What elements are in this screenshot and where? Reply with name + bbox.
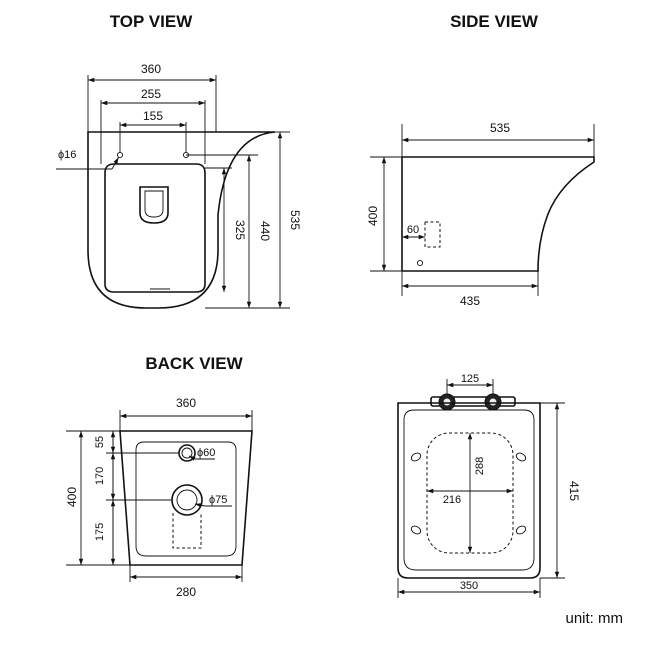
top-view-dim-440-label: 440 (258, 221, 272, 241)
back-view-inner-outline (135, 441, 237, 557)
seat-dim-350-label: 350 (460, 580, 478, 592)
seat-bumper (410, 525, 422, 535)
seat-hinge-left-cap (443, 398, 451, 406)
seat-bumper (515, 525, 527, 535)
top-view-dim-325-label: 325 (233, 220, 247, 240)
side-view: SIDE VIEW 535 400 60 435 (366, 12, 595, 308)
back-view-outlet-leader (194, 503, 206, 508)
top-view-dim-155-label: 155 (143, 109, 163, 123)
back-view-dim-400-label: 400 (65, 487, 79, 507)
top-view-hole-leader (111, 157, 119, 170)
seat-bumper (410, 452, 422, 462)
back-view-hidden-pipe (172, 513, 202, 549)
seat-dim-415-label: 415 (567, 481, 581, 501)
side-view-dim-60-label: 60 (407, 224, 419, 236)
seat-dim-125-label: 125 (461, 373, 479, 385)
side-view-fixing-hole (416, 259, 424, 267)
unit-label: unit: mm (565, 610, 623, 627)
back-view-dim-280-label: 280 (176, 585, 196, 599)
seat-dim-216-label: 216 (443, 494, 461, 506)
top-view: TOP VIEW 360 255 155 ϕ16 (56, 12, 302, 309)
back-view-inlet-outer (178, 444, 196, 462)
seat-hinge-right-cap (489, 398, 497, 406)
top-view-title: TOP VIEW (110, 12, 193, 31)
seat-view: 125 288 216 415 350 (397, 373, 581, 598)
side-view-dim-435-label: 435 (460, 294, 480, 308)
seat-bumper (515, 452, 527, 462)
top-view-bowl-outline (87, 131, 276, 309)
seat-dim-288-label: 288 (474, 457, 486, 475)
top-view-dim-255-label: 255 (141, 87, 161, 101)
side-view-title: SIDE VIEW (450, 12, 539, 31)
seat-hinge-bar (430, 396, 516, 407)
top-view-dim-535-label: 535 (288, 210, 302, 230)
back-view: BACK VIEW ϕ60 ϕ75 360 400 (65, 354, 253, 599)
side-view-dim-400-label: 400 (366, 206, 380, 226)
seat-inner-outline (403, 409, 535, 571)
top-view-dim-360-label: 360 (141, 62, 161, 76)
back-view-body-outline (119, 430, 253, 566)
back-view-inlet-leader (188, 455, 196, 461)
top-view-hole-left (116, 151, 124, 159)
back-view-outlet-outer (171, 484, 203, 516)
back-view-inlet-dia-label: ϕ60 (197, 447, 215, 459)
back-view-dim-175-label: 175 (94, 523, 106, 541)
back-view-dim-360-label: 360 (176, 396, 196, 410)
back-view-dim-170-label: 170 (94, 467, 106, 485)
side-view-dim-535-label: 535 (490, 121, 510, 135)
top-view-cover-inner (144, 190, 164, 218)
side-view-body-profile (402, 156, 595, 272)
back-view-inlet-inner (181, 447, 193, 459)
back-view-outlet-dia-label: ϕ75 (209, 494, 227, 506)
top-view-cover-shape (139, 186, 169, 224)
back-view-outlet-inner (176, 489, 198, 511)
seat-outer-outline (397, 402, 541, 579)
back-view-title: BACK VIEW (145, 354, 243, 373)
back-view-dim-55-label: 55 (94, 436, 106, 448)
top-view-seat-outline (104, 163, 206, 293)
side-view-hidden-pipe (425, 221, 441, 248)
top-view-hole-dia-label: ϕ16 (58, 149, 76, 161)
